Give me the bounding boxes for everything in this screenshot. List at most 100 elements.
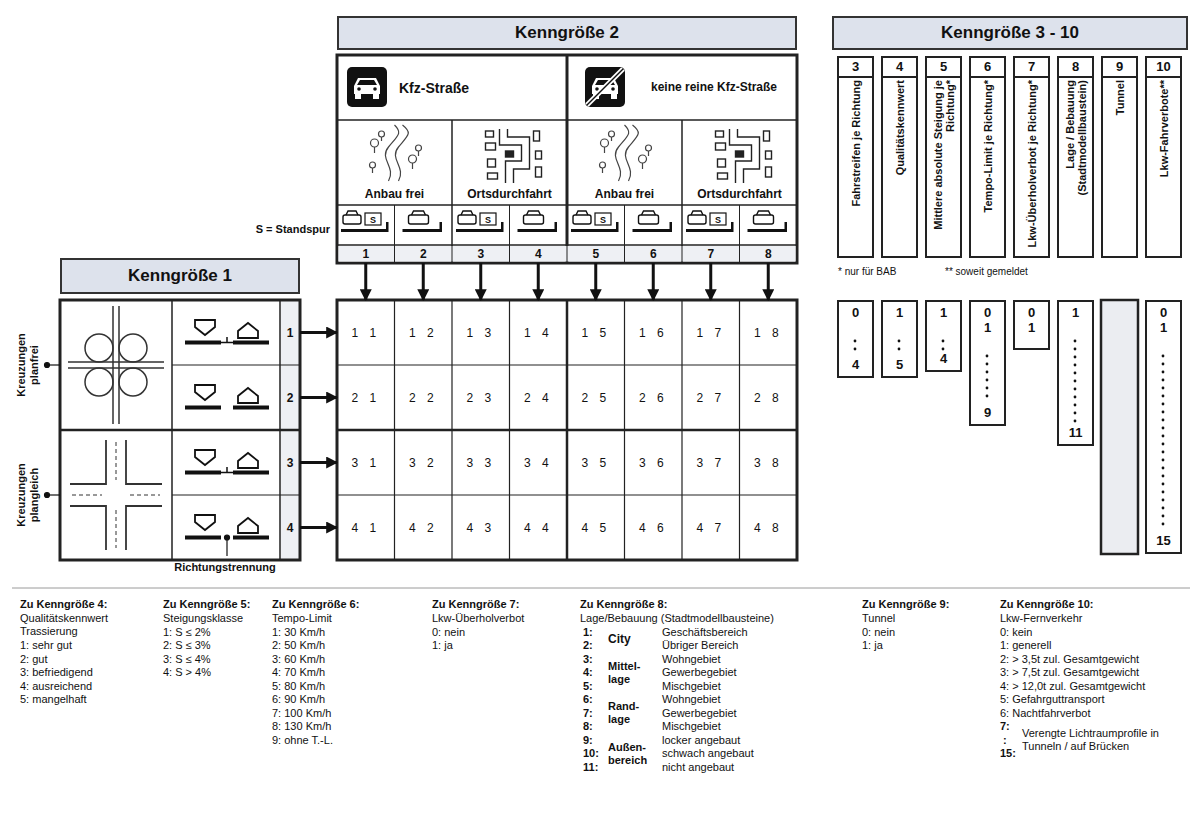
row-number: 3 [280,430,300,495]
note-text: Verengte Lichtraumprofile in Tunneln / a… [1022,727,1182,753]
note-text: Mischgebiet [662,720,802,733]
flow-arrow [767,263,770,300]
row-number: 2 [280,365,300,430]
note-text: City [608,632,660,647]
art-rect [337,55,797,263]
node-text: 3 6 [639,456,668,470]
node-text: 2 [287,391,294,405]
node-text: 4 6 [639,521,668,535]
note-text: Zu Kenngröße 10: [1000,598,1195,611]
area-type-box: Anbau frei [567,120,682,205]
node-text: 5 [592,247,599,261]
lane-icon [748,211,788,232]
node-text: 0 [971,306,1004,320]
art-line [337,204,797,206]
note-text: S = Standspur [210,223,330,236]
node-text: 2 3 [466,391,495,405]
node-text: Anbau frei [595,187,654,201]
code-cell: 4 4 [510,495,568,560]
node-text: 3 [477,247,484,261]
column-number: 6 [625,245,683,263]
code-cell: 1 2 [395,300,453,365]
note-text: Steigungsklasse [163,612,268,625]
node-text: 10 [1147,58,1180,78]
lane-letter: S [480,214,496,226]
node-text: Mittlere absolute Steigung je Richtung* [932,80,956,256]
node-text: 4 5 [581,521,610,535]
range-dot [942,348,945,351]
code-cell: 3 4 [510,430,568,495]
range-dot [1162,419,1165,422]
art-path [72,442,160,548]
code-cell: 3 3 [452,430,510,495]
node-text: 7 [1015,58,1048,78]
flow-arrow [300,331,337,334]
lane-icon [633,211,673,232]
flow-arrow [300,526,337,529]
node-text: 0 [1015,306,1048,320]
code-cell: 4 8 [740,495,798,560]
note-text: 5: 80 Km/h [272,680,422,693]
note-text: 1: ja [862,639,992,652]
note-text: Zu Kenngröße 4: [20,598,155,611]
art-circle [85,368,113,396]
header-band: Kenngröße 3 - 10 [832,16,1188,50]
code-cell: 3 1 [337,430,395,495]
node-text: 3 2 [409,456,438,470]
art-use [195,385,215,400]
kenngroesse2-frame [337,55,797,263]
node-text: 0 [839,306,872,320]
node-text: 2 6 [639,391,668,405]
art-path [172,365,300,495]
art-rect [233,341,269,345]
code-cell: 1 3 [452,300,510,365]
range-dot [1074,372,1077,375]
node-text: 8 [765,247,772,261]
parameter-header: 3Fahrstreifen je Richtung [837,56,874,258]
code-cell: 3 6 [625,430,683,495]
range-dot [986,371,989,374]
parameter-header: 8Lage / Bebauung (Stadtmodellbaustein) [1057,56,1094,258]
node-text: 4 3 [466,521,495,535]
node-text: 15 [1147,534,1180,548]
art-line [337,119,797,121]
note-text: Mittel- lage [608,660,660,686]
side-label: Kreuzungen planfrei [15,325,41,405]
note-text: nicht angebaut [662,761,802,774]
note-text: Tempo-Limit [272,612,422,625]
range-dot [1162,491,1165,494]
node-text: 7 [707,247,714,261]
range-dot [942,340,945,343]
code-cell: 2 4 [510,365,568,430]
note-text: 3: befriedigend [20,666,155,679]
note-text: Außen- bereich [608,741,660,767]
range-dot [1074,412,1077,415]
range-dot [1162,435,1165,438]
note-text: Tunnel [862,612,992,625]
node-text: 1 [287,326,294,340]
column-number: 1 [337,245,395,263]
range-dot [854,340,857,343]
range-dot [1162,403,1165,406]
range-dot [1162,387,1165,390]
note-text: 9: ohne T.-L. [272,734,422,747]
range-dot [1162,395,1165,398]
art-use [195,515,215,530]
node-text: 4 [927,352,960,366]
road-type-box: keine reine Kfz-Straße [567,55,797,120]
node-text: 6 [971,58,1004,78]
code-cell: 2 1 [337,365,395,430]
note-text: Zu Kenngröße 6: [272,598,422,611]
node-text: 1 [971,321,1004,335]
note-text: Geschäftsbereich [662,626,802,639]
code-cell: 1 4 [510,300,568,365]
interchange-icon [68,306,164,424]
crossing-icon [70,440,162,550]
range-dot [1074,396,1077,399]
range-dot [1162,443,1165,446]
kenngroesse1-frame [60,300,300,560]
note-text: 4: > 12,0t zul. Gesamtgewicht [1000,680,1195,693]
note-text: Lkw-Fernverkehr [1000,612,1195,625]
note-text: 0: nein [432,626,572,639]
range-dot [1162,355,1165,358]
